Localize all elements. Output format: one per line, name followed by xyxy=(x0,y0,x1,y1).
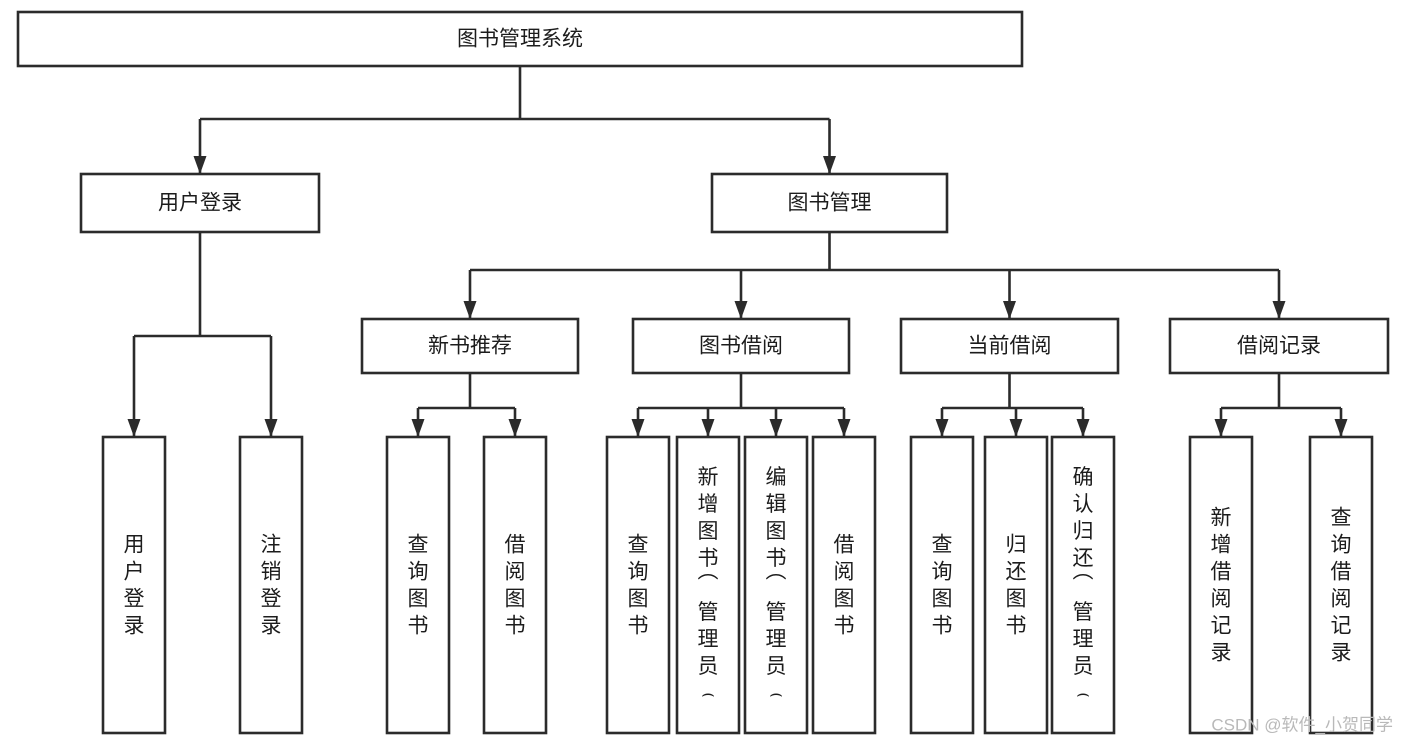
node-leaf-add-record[interactable]: 新增借阅记录 xyxy=(1188,435,1254,735)
arrow-head xyxy=(734,301,748,319)
node-leaf-logout[interactable]: 注销登录 xyxy=(238,435,304,735)
node-box-leaf-user-login[interactable] xyxy=(101,435,167,735)
node-label-book-manage: 图书管理 xyxy=(788,192,872,215)
arrow-head xyxy=(1076,419,1090,437)
node-box-book-manage[interactable] xyxy=(710,172,949,234)
node-label-current-borrow: 当前借阅 xyxy=(968,335,1052,358)
node-label-borrow-record: 借阅记录 xyxy=(1237,335,1321,358)
node-label-leaf-confirm-return: 确认归还⌒管理员⌢ xyxy=(1073,466,1094,705)
node-label-leaf-borrow-book-1: 借阅图书 xyxy=(505,533,526,637)
edge-group-new-book-recommend xyxy=(411,373,522,437)
node-new-book-recommend[interactable]: 新书推荐 xyxy=(360,317,580,375)
node-label-root: 图书管理系统 xyxy=(457,28,583,51)
node-label-leaf-borrow-book-2: 借阅图书 xyxy=(834,533,855,637)
node-leaf-confirm-return[interactable]: 确认归还⌒管理员⌢ xyxy=(1050,435,1116,735)
arrow-head xyxy=(127,419,141,437)
node-leaf-edit-book[interactable]: 编辑图书⌒管理员⌢ xyxy=(743,435,809,735)
node-label-leaf-logout: 注销登录 xyxy=(261,533,282,637)
node-box-leaf-add-book[interactable] xyxy=(675,435,741,735)
node-current-borrow[interactable]: 当前借阅 xyxy=(899,317,1120,375)
edge-group-borrow-record xyxy=(1214,373,1348,437)
node-box-leaf-query-record[interactable] xyxy=(1308,435,1374,735)
node-box-borrow-record[interactable] xyxy=(1168,317,1390,375)
node-box-book-borrow[interactable] xyxy=(631,317,851,375)
node-leaf-query-book-2[interactable]: 查询图书 xyxy=(605,435,671,735)
node-box-leaf-return-book[interactable] xyxy=(983,435,1049,735)
node-borrow-record[interactable]: 借阅记录 xyxy=(1168,317,1390,375)
node-label-user-login: 用户登录 xyxy=(158,192,242,215)
arrow-head xyxy=(463,301,477,319)
edge-group-root xyxy=(193,66,836,174)
node-box-leaf-logout[interactable] xyxy=(238,435,304,735)
arrow-head xyxy=(701,419,715,437)
node-user-login[interactable]: 用户登录 xyxy=(79,172,321,234)
node-box-leaf-query-book-2[interactable] xyxy=(605,435,671,735)
node-box-current-borrow[interactable] xyxy=(899,317,1120,375)
node-layer: 图书管理系统用户登录图书管理新书推荐图书借阅当前借阅借阅记录用户登录注销登录查询… xyxy=(16,10,1390,735)
node-label-new-book-recommend: 新书推荐 xyxy=(428,335,512,358)
edge-group-book-borrow xyxy=(631,373,851,437)
arrow-head xyxy=(631,419,645,437)
arrow-head xyxy=(1003,301,1016,319)
node-label-leaf-query-book-3: 查询图书 xyxy=(932,533,953,637)
edge-group-current-borrow xyxy=(935,373,1090,437)
node-leaf-add-book[interactable]: 新增图书⌒管理员⌢ xyxy=(675,435,741,735)
node-box-leaf-query-book-3[interactable] xyxy=(909,435,975,735)
arrow-head xyxy=(1009,419,1023,437)
node-book-manage[interactable]: 图书管理 xyxy=(710,172,949,234)
node-box-leaf-query-book-1[interactable] xyxy=(385,435,451,735)
arrow-head xyxy=(823,156,836,174)
csdn-watermark: CSDN @软件_小贺同学 xyxy=(1211,715,1393,734)
node-label-leaf-query-book-1: 查询图书 xyxy=(408,533,429,637)
edge-group-user-login xyxy=(127,232,278,437)
node-box-leaf-borrow-book-2[interactable] xyxy=(811,435,877,735)
node-label-leaf-edit-book: 编辑图书⌒管理员⌢ xyxy=(766,466,787,705)
arrow-head xyxy=(264,419,278,437)
node-leaf-borrow-book-1[interactable]: 借阅图书 xyxy=(482,435,548,735)
node-box-leaf-confirm-return[interactable] xyxy=(1050,435,1116,735)
node-leaf-borrow-book-2[interactable]: 借阅图书 xyxy=(811,435,877,735)
node-label-leaf-return-book: 归还图书 xyxy=(1006,533,1027,637)
node-leaf-query-record[interactable]: 查询借阅记录 xyxy=(1308,435,1374,735)
node-leaf-query-book-3[interactable]: 查询图书 xyxy=(909,435,975,735)
node-box-leaf-add-record[interactable] xyxy=(1188,435,1254,735)
arrow-head xyxy=(1214,419,1228,437)
node-box-leaf-borrow-book-1[interactable] xyxy=(482,435,548,735)
node-label-leaf-user-login: 用户登录 xyxy=(124,533,145,637)
node-label-leaf-add-record: 新增借阅记录 xyxy=(1211,506,1232,664)
node-box-leaf-edit-book[interactable] xyxy=(743,435,809,735)
edge-group-book-manage xyxy=(463,232,1286,319)
arrow-head xyxy=(1334,419,1348,437)
node-leaf-query-book-1[interactable]: 查询图书 xyxy=(385,435,451,735)
node-box-user-login[interactable] xyxy=(79,172,321,234)
node-label-book-borrow: 图书借阅 xyxy=(699,335,783,358)
node-box-new-book-recommend[interactable] xyxy=(360,317,580,375)
node-root[interactable]: 图书管理系统 xyxy=(16,10,1024,68)
node-label-leaf-query-book-2: 查询图书 xyxy=(628,533,649,637)
arrow-head xyxy=(1272,301,1286,319)
node-label-leaf-query-record: 查询借阅记录 xyxy=(1331,506,1352,664)
node-box-root[interactable] xyxy=(16,10,1024,68)
node-label-leaf-add-book: 新增图书⌒管理员⌢ xyxy=(698,466,719,705)
arrow-head xyxy=(508,419,522,437)
connector-layer xyxy=(127,66,1348,437)
node-book-borrow[interactable]: 图书借阅 xyxy=(631,317,851,375)
arrow-head xyxy=(935,419,949,437)
arrow-head xyxy=(769,419,783,437)
arrow-head xyxy=(193,156,207,174)
node-leaf-user-login[interactable]: 用户登录 xyxy=(101,435,167,735)
node-leaf-return-book[interactable]: 归还图书 xyxy=(983,435,1049,735)
arrow-head xyxy=(837,419,851,437)
arrow-head xyxy=(411,419,425,437)
